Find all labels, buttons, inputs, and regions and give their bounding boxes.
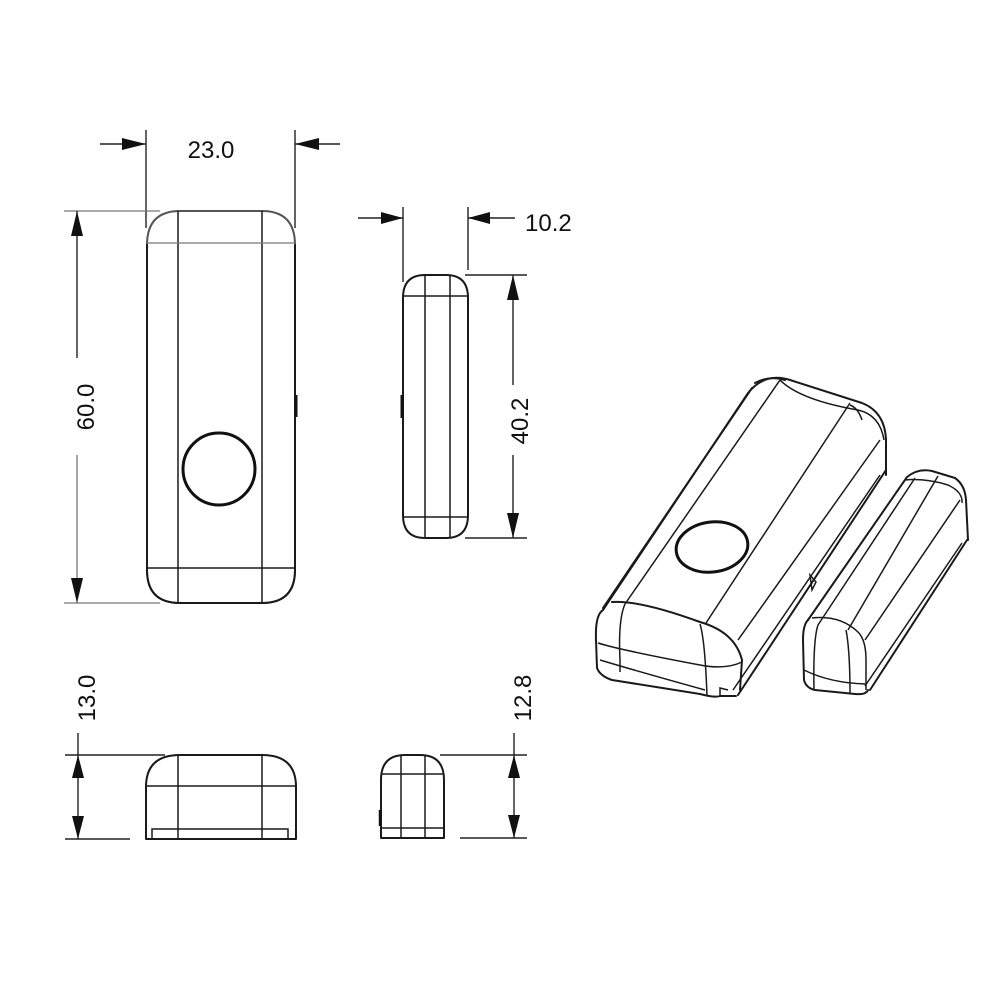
dimension-magnet-length: 40.2 <box>465 274 534 539</box>
dimension-sensor-width: 23.0 <box>100 130 340 228</box>
magnet-top-view <box>400 274 469 539</box>
magnet-height-label: 12.8 <box>510 675 537 722</box>
sensor-button-icon <box>181 431 257 507</box>
isometric-button-icon <box>674 520 750 574</box>
sensor-width-label: 23.0 <box>188 137 235 164</box>
isometric-view <box>594 376 969 698</box>
isometric-sensor <box>594 376 887 698</box>
dimension-sensor-height: 13.0 <box>65 675 165 840</box>
sensor-end-view <box>145 754 297 840</box>
magnet-width-label: 10.2 <box>525 210 572 237</box>
sensor-length-label: 60.0 <box>73 384 100 431</box>
dimension-magnet-width: 10.2 <box>358 207 572 282</box>
dimension-sensor-length: 60.0 <box>64 210 160 604</box>
magnet-end-view <box>378 754 445 839</box>
sensor-top-view <box>146 210 298 604</box>
isometric-magnet <box>802 469 969 696</box>
sensor-height-label: 13.0 <box>74 675 101 722</box>
dimension-magnet-height: 12.8 <box>440 675 537 839</box>
magnet-length-label: 40.2 <box>507 398 534 445</box>
